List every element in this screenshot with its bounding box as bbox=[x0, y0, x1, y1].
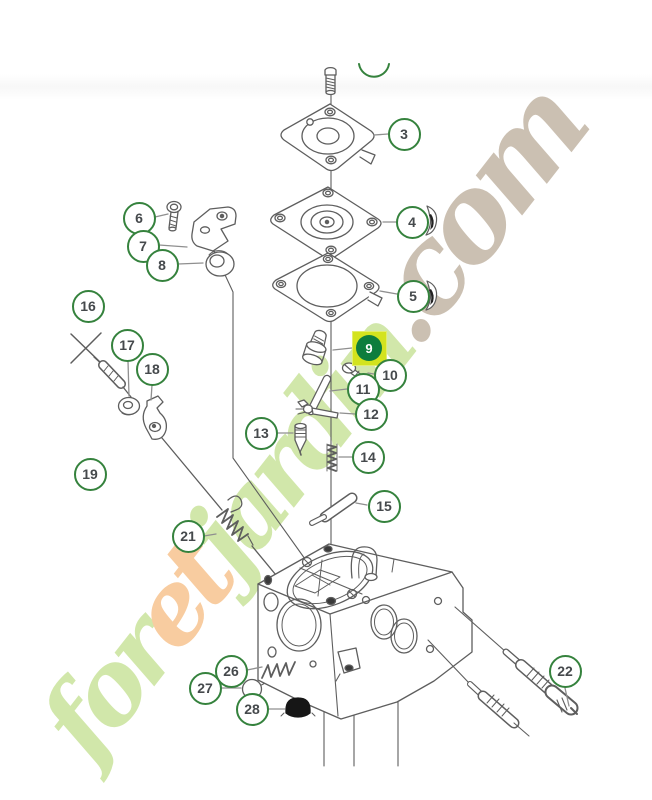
callout-17[interactable]: 17 bbox=[110, 328, 144, 362]
callout-label: 9 bbox=[356, 335, 382, 361]
part-8-bushing bbox=[205, 250, 235, 277]
callout-8[interactable]: 8 bbox=[145, 248, 179, 282]
callout-13[interactable]: 13 bbox=[244, 416, 278, 450]
callout-label: 4 bbox=[408, 214, 416, 230]
callout-3[interactable]: 3 bbox=[387, 117, 421, 151]
callout-label: 17 bbox=[119, 337, 135, 353]
callout-label: 3 bbox=[400, 126, 408, 142]
callout-label: 21 bbox=[180, 528, 196, 544]
callout-7[interactable]: 7 bbox=[126, 229, 160, 263]
callout-9[interactable]: 9 bbox=[351, 330, 387, 366]
part-11-pin bbox=[306, 374, 332, 416]
carburetor-body bbox=[257, 543, 473, 720]
part-13-needle bbox=[294, 422, 307, 456]
part-26-spring bbox=[261, 661, 296, 679]
part-3-cover-plate bbox=[280, 103, 376, 172]
callout-15[interactable]: 15 bbox=[367, 489, 401, 523]
callout-label: 14 bbox=[360, 449, 376, 465]
callout-16[interactable]: 16 bbox=[71, 289, 105, 323]
callout-label: 19 bbox=[82, 466, 98, 482]
callout-label: 26 bbox=[223, 663, 239, 679]
part-6-screw bbox=[166, 200, 182, 232]
part-15-pin bbox=[309, 492, 358, 526]
part-14-spring bbox=[326, 443, 338, 472]
part-12-metering-lever bbox=[295, 399, 339, 419]
callout-21[interactable]: 21 bbox=[171, 519, 205, 553]
callout-label: 28 bbox=[244, 701, 260, 717]
callout-cropped-top bbox=[358, 63, 390, 78]
part-22-cable-assembly bbox=[427, 606, 579, 737]
part-17-washer bbox=[117, 396, 141, 416]
callout-label: 13 bbox=[253, 425, 269, 441]
callout-label: 16 bbox=[80, 298, 96, 314]
callout-label: 22 bbox=[557, 663, 573, 679]
callout-18[interactable]: 18 bbox=[135, 352, 169, 386]
callout-label: 15 bbox=[376, 498, 392, 514]
callout-5[interactable]: 5 bbox=[396, 279, 430, 313]
part-28-plug-cap bbox=[280, 697, 316, 718]
callout-14[interactable]: 14 bbox=[351, 440, 385, 474]
part-5-gasket bbox=[272, 252, 383, 323]
part-18-bracket bbox=[142, 395, 168, 440]
part-16-cable-end bbox=[70, 332, 132, 398]
callout-label: 18 bbox=[144, 361, 160, 377]
callout-label: 7 bbox=[139, 238, 147, 254]
part-21-spring bbox=[216, 495, 254, 546]
callout-label: 8 bbox=[158, 257, 166, 273]
callout-label: 27 bbox=[197, 680, 213, 696]
callout-label: 5 bbox=[409, 288, 417, 304]
callout-12[interactable]: 12 bbox=[354, 397, 388, 431]
callout-27[interactable]: 27 bbox=[188, 671, 222, 705]
callout-4[interactable]: 4 bbox=[395, 205, 429, 239]
callout-label: 11 bbox=[355, 381, 371, 397]
callout-leader-lines bbox=[127, 133, 570, 710]
part-9-nozzle bbox=[302, 329, 327, 366]
callout-28[interactable]: 28 bbox=[235, 692, 269, 726]
callout-label: 12 bbox=[363, 406, 379, 422]
callout-label: 10 bbox=[382, 367, 398, 383]
part-7-bracket bbox=[191, 206, 237, 252]
callout-22[interactable]: 22 bbox=[548, 654, 582, 688]
part-cover-screw bbox=[324, 67, 337, 96]
callout-19[interactable]: 19 bbox=[73, 457, 107, 491]
callout-label: 6 bbox=[135, 210, 143, 226]
